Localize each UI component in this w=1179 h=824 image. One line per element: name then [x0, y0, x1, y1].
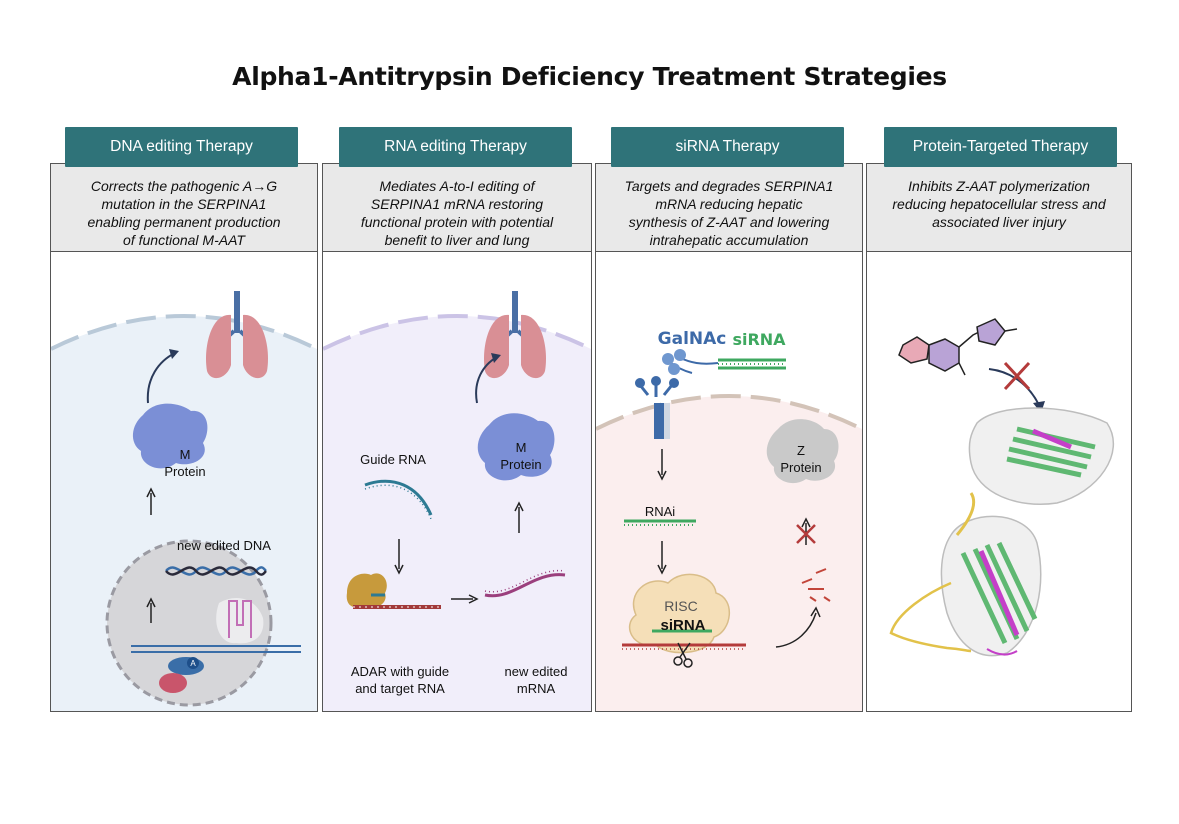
galnac-conjugate-icon — [662, 349, 786, 375]
asgpr-receptor-icon — [635, 376, 679, 439]
panel-dna-editing: Corrects the pathogenic A→G mutation in … — [50, 163, 318, 712]
cell-membrane — [51, 314, 317, 351]
edited-mrna-label: new edited mRNA — [504, 664, 568, 696]
panel-rna-editing: Mediates A-to-I editing of SERPINA1 mRNA… — [322, 163, 592, 712]
edited-base-marker — [187, 657, 199, 669]
small-molecule-inhibitor-icon — [898, 318, 1018, 376]
dna-editing-illustration: A M Protein new edited DNA — [51, 253, 317, 711]
tab-rna-editing: RNA editing Therapy — [339, 127, 572, 167]
cell-membrane — [596, 394, 862, 431]
m-protein-label: M Protein — [164, 447, 206, 479]
new-edited-dna-label: new edited DNA — [177, 538, 271, 553]
m-protein-icon — [477, 413, 555, 481]
degraded-mrna-fragments — [801, 568, 831, 602]
dna-editing-description: Corrects the pathogenic A→G mutation in … — [51, 164, 317, 252]
scissors-icon — [673, 642, 693, 668]
rna-editing-illustration: Guide RNA M Protein ADAR with guide and … — [323, 253, 591, 711]
tab-sirna: siRNA Therapy — [611, 127, 844, 167]
z-protein-label: Z Protein — [780, 443, 822, 475]
lungs-icon — [206, 291, 268, 379]
z-aat-polymer-structure — [889, 407, 1114, 657]
m-protein-label: M Protein — [500, 440, 542, 472]
degradation-arrow — [775, 612, 817, 648]
edited-dna-helix-icon — [165, 566, 267, 576]
svg-text:A: A — [190, 659, 196, 668]
galnac-label: GalNAc — [657, 329, 727, 349]
guide-rna-icon — [364, 479, 433, 516]
z-protein-icon — [766, 419, 839, 484]
sirna-label: siRNA — [732, 330, 786, 349]
panel-sirna: Targets and degrades SERPINA1 mRNA reduc… — [595, 163, 863, 712]
risc-sirna-label: siRNA — [660, 617, 706, 634]
risc-label: RISC — [664, 598, 698, 614]
adar-complex-label: ADAR with guide and target RNA — [350, 664, 450, 696]
page-title: Alpha1-Antitrypsin Deficiency Treatment … — [232, 62, 947, 91]
m-protein-icon — [132, 403, 208, 469]
edited-mrna-icon — [484, 573, 566, 598]
tab-protein-targeted: Protein-Targeted Therapy — [884, 127, 1117, 167]
blocked-x-icon — [1003, 361, 1031, 391]
cell-body — [323, 316, 591, 711]
rna-editing-description: Mediates A-to-I editing of SERPINA1 mRNA… — [323, 164, 591, 252]
tab-dna-editing: DNA editing Therapy — [65, 127, 298, 167]
cell-membrane — [323, 314, 591, 351]
adar-enzyme-icon — [346, 573, 387, 608]
rnai-label: RNAi — [644, 504, 676, 519]
panel-protein-targeted: Inhibits Z-AAT polymerization reducing h… — [866, 163, 1132, 712]
deaminase-icon — [159, 673, 187, 693]
guide-rna-label: Guide RNA — [360, 452, 426, 467]
sirna-illustration: GalNAc siRNA RNAi Z Protein RISC siRNA — [596, 253, 862, 711]
blocked-x-icon — [796, 524, 816, 544]
secretion-arrow — [146, 352, 176, 404]
lungs-icon — [484, 291, 546, 379]
sirna-description: Targets and degrades SERPINA1 mRNA reduc… — [596, 164, 862, 252]
nucleus — [105, 539, 273, 707]
protein-targeted-illustration — [867, 253, 1131, 711]
protein-targeted-description: Inhibits Z-AAT polymerization reducing h… — [867, 164, 1131, 252]
